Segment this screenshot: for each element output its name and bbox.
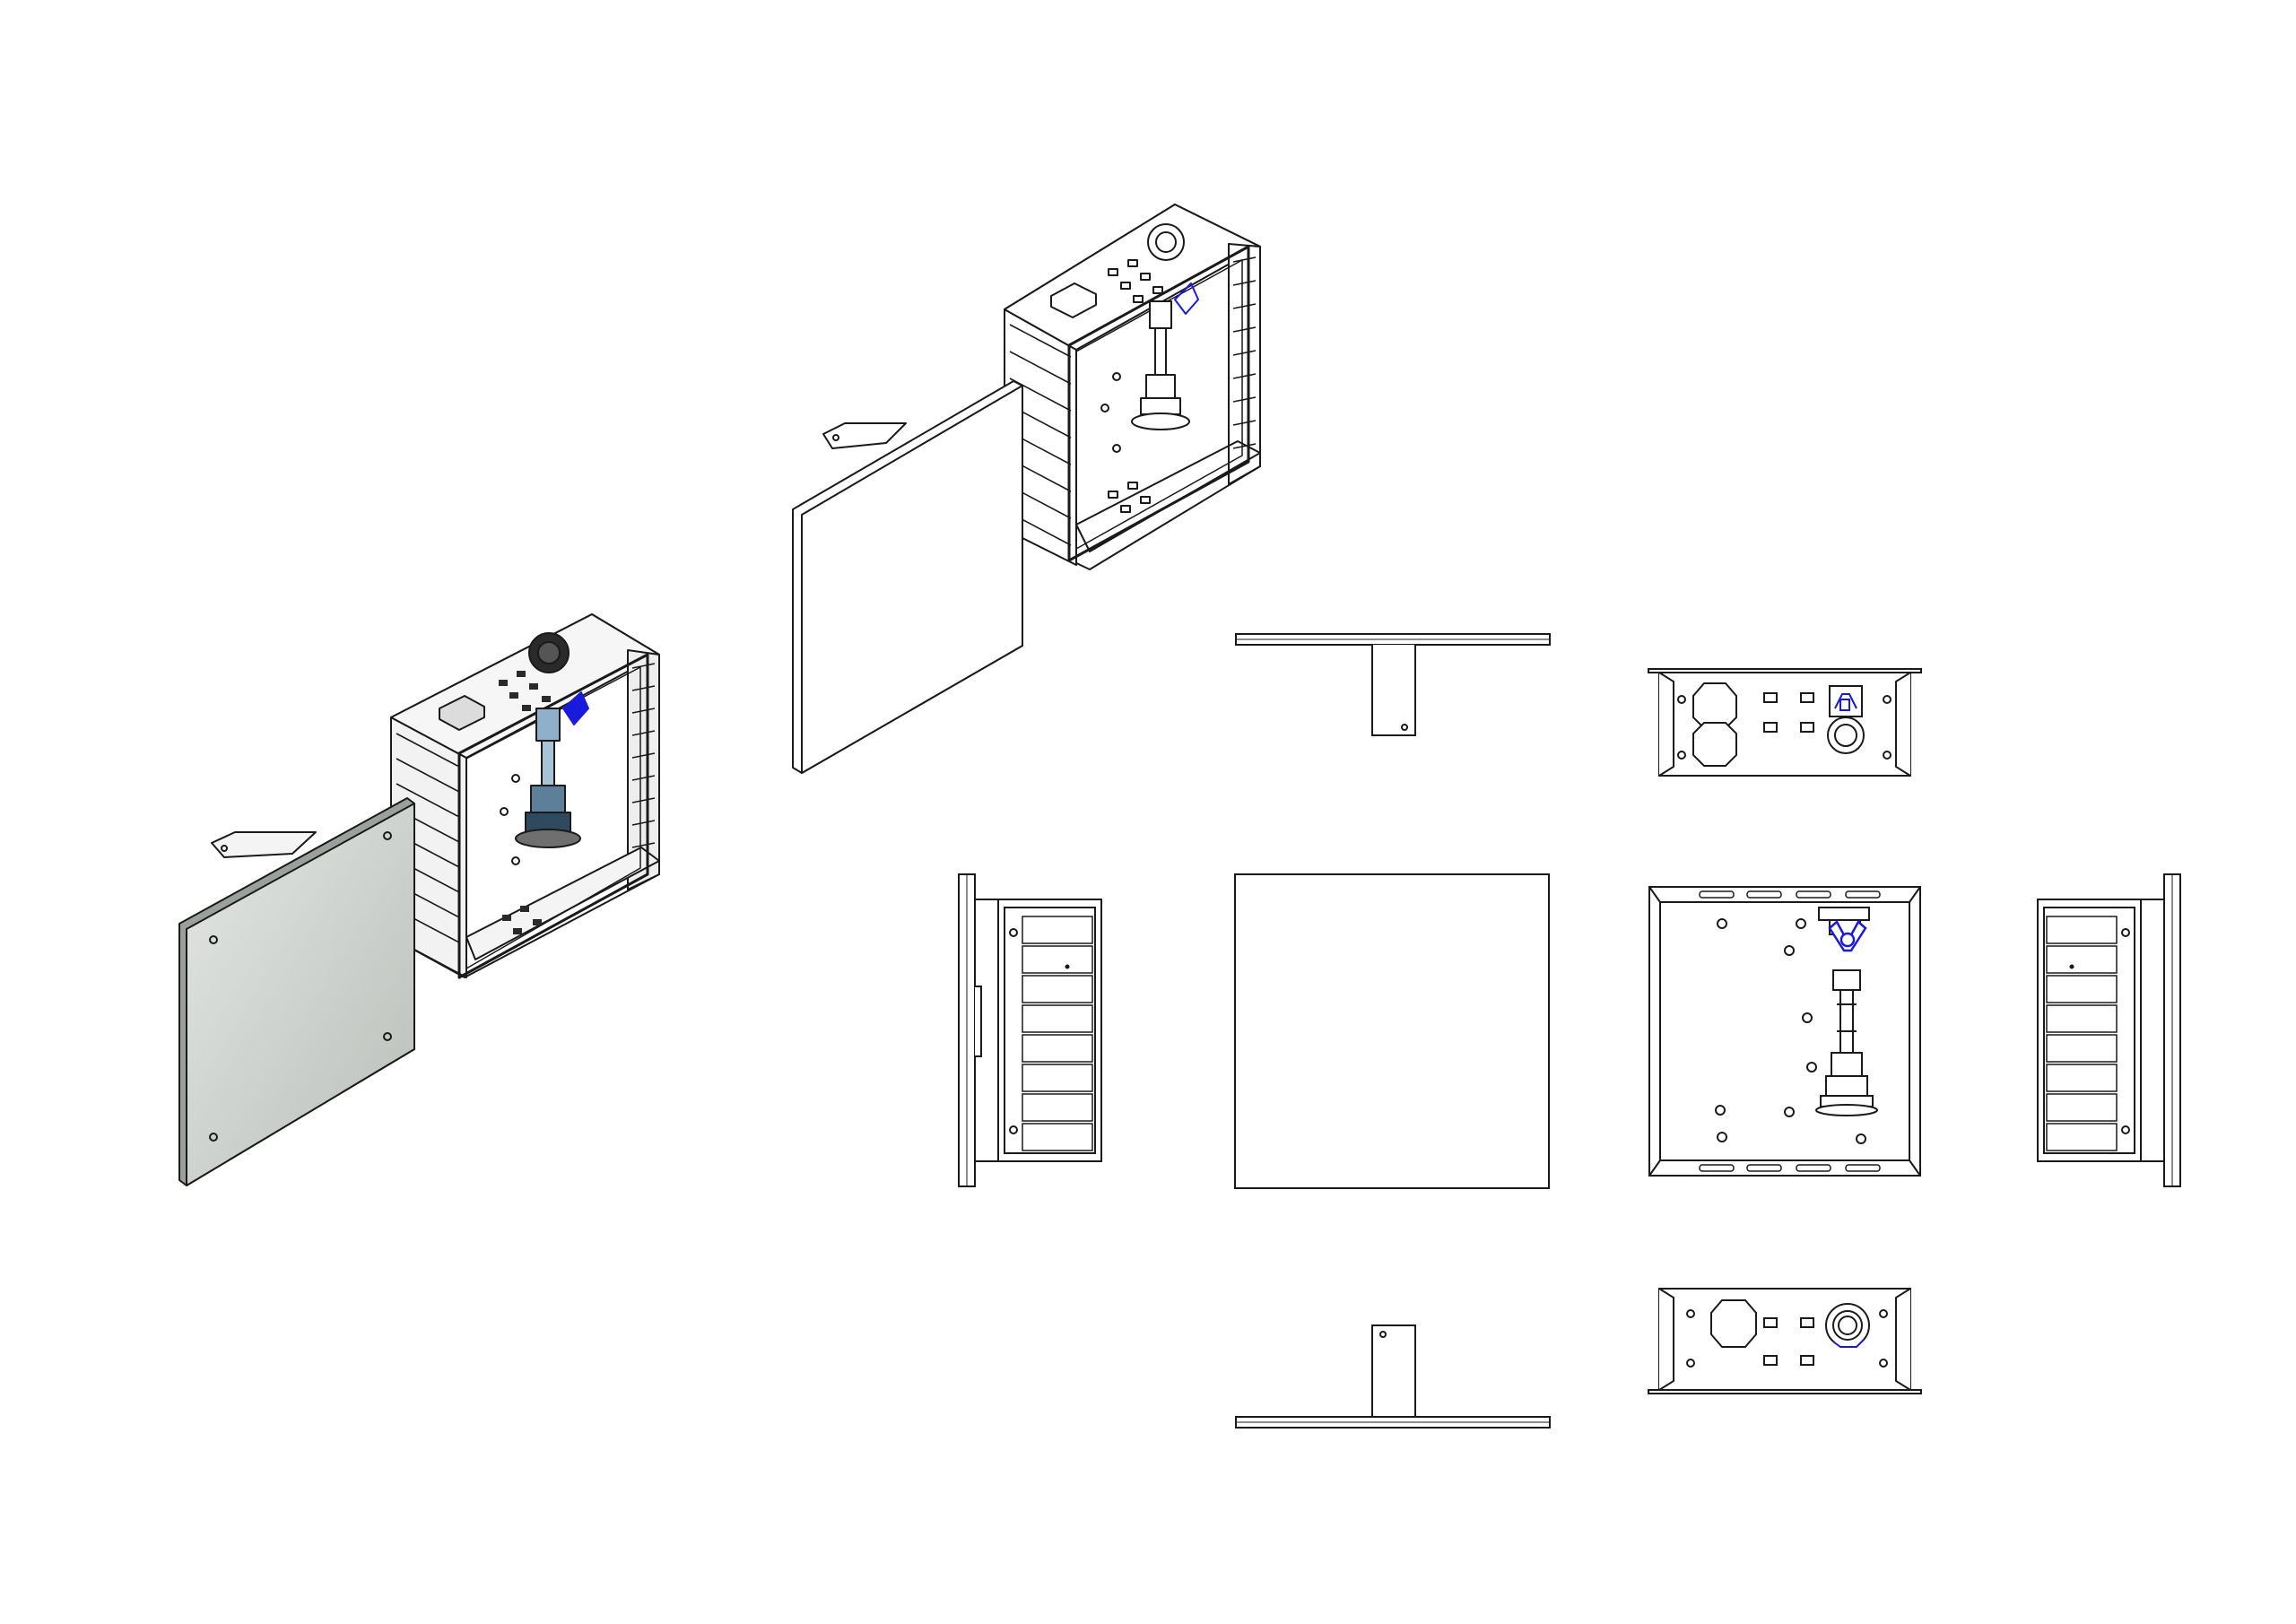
top-view-box [1648, 668, 1922, 777]
left-wall-louvres [396, 733, 460, 943]
left-view [958, 873, 1102, 1187]
bottom-view-box [1648, 1288, 1922, 1394]
right-view [2037, 873, 2181, 1187]
cover-panel-line [792, 380, 1023, 774]
left-view-louvres [1022, 916, 1093, 1151]
valve-assembly-line [1131, 282, 1199, 430]
cover-panel-shaded [178, 797, 415, 1186]
front-view [1234, 873, 1550, 1189]
front-valve-assembly [1815, 907, 1878, 1116]
top-view [1235, 633, 1551, 736]
bottom-view [1235, 1324, 1551, 1429]
front-view-box [1648, 886, 1921, 1177]
isometric-shaded-view [211, 613, 660, 979]
right-view-louvres [2046, 916, 2118, 1151]
valve-assembly-shaded [515, 691, 589, 848]
top-plate-slots [499, 671, 551, 711]
